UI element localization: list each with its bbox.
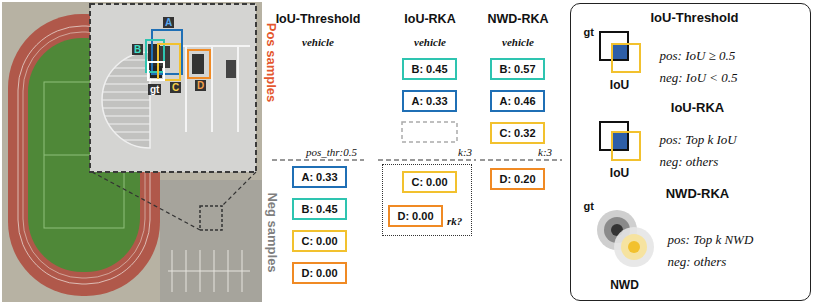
box-letter: A — [163, 17, 174, 28]
rule-text: neg: IoU < 0.5 — [660, 70, 738, 86]
box-letter: D — [195, 80, 206, 91]
aerial-image — [2, 2, 262, 302]
iou-icon — [600, 122, 640, 160]
score-box: D: 0.20 — [490, 168, 545, 190]
column-title: NWD-RKA — [487, 12, 548, 26]
score-box: C: 0.32 — [490, 122, 545, 144]
icon-caption: IoU — [610, 78, 629, 92]
score-text: A: 0.46 — [499, 95, 535, 107]
score-box: A: 0.33 — [402, 90, 457, 112]
score-text: A: 0.33 — [301, 171, 337, 183]
score-box: C: 0.00 — [402, 171, 457, 193]
score-box: B: 0.45 — [402, 58, 457, 80]
column-title: IoU-Threshold — [276, 12, 361, 26]
side-label: Pos samples — [265, 22, 280, 102]
score-text: C: 0.00 — [411, 176, 447, 188]
rule-text: neg: others — [668, 254, 727, 270]
score-box: D: 0.00 — [292, 262, 347, 284]
icon-label: gt — [584, 26, 594, 38]
iou-icon — [600, 32, 640, 72]
threshold-lines — [272, 159, 562, 160]
icon-label: gt — [584, 200, 594, 212]
score-text: B: 0.45 — [411, 63, 447, 75]
column-title: IoU-RKA — [404, 12, 455, 26]
legend-panel: IoU-ThresholdgtIoUpos: IoU ≥ 0.5neg: IoU… — [570, 3, 811, 301]
section-title: IoU-RKA — [671, 100, 724, 115]
score-text: D: 0.00 — [301, 267, 337, 279]
score-text: C: 0.32 — [499, 127, 535, 139]
threshold-label: k:3 — [458, 146, 472, 158]
score-box: D: 0.00 — [388, 205, 443, 227]
score-box: C: 0.00 — [292, 230, 347, 252]
score-text: C: 0.00 — [301, 235, 337, 247]
score-text: B: 0.57 — [499, 63, 535, 75]
score-box: A: 0.46 — [490, 90, 545, 112]
section-title: NWD-RKA — [666, 186, 730, 201]
icon-caption: NWD — [610, 278, 639, 292]
score-text: D: 0.00 — [397, 210, 433, 222]
empty-slot — [402, 122, 457, 142]
rule-text: pos: IoU ≥ 0.5 — [660, 48, 736, 64]
section-title: IoU-Threshold — [650, 10, 738, 25]
score-box: B: 0.45 — [292, 198, 347, 220]
threshold-label: pos_thr:0.5 — [306, 146, 357, 158]
zoom-inset — [90, 4, 256, 230]
class-name: vehicle — [502, 36, 534, 48]
score-text: A: 0.33 — [411, 95, 447, 107]
score-text: B: 0.45 — [301, 203, 337, 215]
class-name: vehicle — [302, 36, 334, 48]
icon-caption: IoU — [610, 166, 629, 180]
score-box: B: 0.57 — [490, 58, 545, 80]
gt-label: gt — [148, 84, 161, 95]
rule-text: neg: others — [660, 154, 719, 170]
box-letter: C — [170, 82, 181, 93]
score-text: D: 0.20 — [499, 173, 535, 185]
rule-text: pos: Top k IoU — [660, 132, 737, 148]
nwd-icon — [597, 210, 654, 267]
class-name: vehicle — [414, 36, 446, 48]
side-label: Neg samples — [264, 192, 279, 272]
rule-text: pos: Top k NWD — [668, 232, 754, 248]
score-box: A: 0.33 — [292, 166, 347, 188]
negative-region: rk? C: 0.00 D: 0.00 — [382, 164, 472, 236]
box-letter: B — [132, 44, 143, 55]
threshold-label: k:3 — [538, 146, 552, 158]
rank-question: rk? — [447, 215, 462, 227]
